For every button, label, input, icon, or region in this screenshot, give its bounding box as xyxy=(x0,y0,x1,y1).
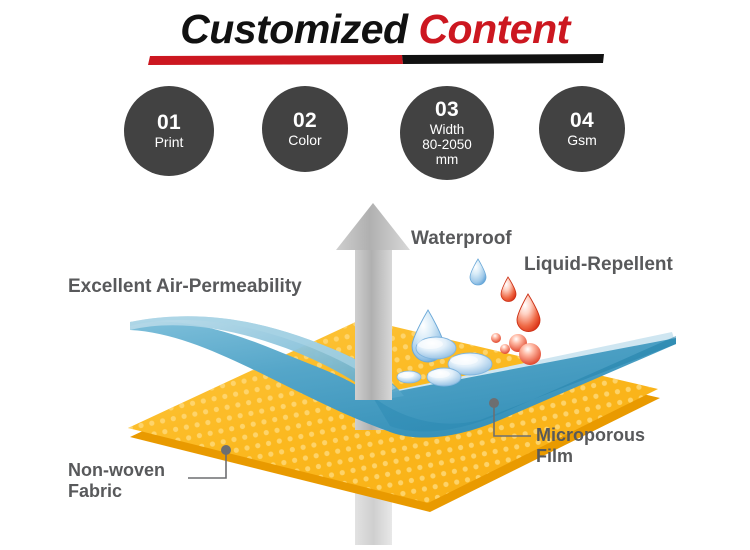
liquid-drop-large xyxy=(516,293,541,332)
label-microporous-line1: Microporous xyxy=(536,425,646,445)
feature-label-line1: Width xyxy=(429,121,465,137)
water-drop-small xyxy=(469,258,487,286)
title-text: Customized Content xyxy=(0,6,750,52)
title-word-customized: Customized xyxy=(180,6,408,52)
feature-circle-01[interactable]: 01 Print xyxy=(124,86,214,176)
rule-red-segment xyxy=(148,55,403,65)
title-underline-rule xyxy=(148,54,604,65)
air-flow-arrow-head xyxy=(336,203,410,250)
film-wave-highlight xyxy=(130,316,396,392)
callout-leader-lines xyxy=(188,398,531,479)
label-nonwoven-line1: Non-woven xyxy=(68,460,165,480)
feature-circle-03[interactable]: 03 Width 80-2050 mm xyxy=(400,86,494,180)
water-bead-highlight xyxy=(398,372,414,378)
label-nonwoven-line2: Fabric xyxy=(68,480,123,501)
liquid-drop-small xyxy=(500,276,517,302)
feature-circle-row: 01 Print 02 Color 03 Width 80-2050 mm 04… xyxy=(0,84,750,180)
label-microporous-line2: Film xyxy=(536,445,574,466)
label-nonwoven-fabric: Non-woven Fabric xyxy=(68,460,188,502)
feature-circle-04[interactable]: 04 Gsm xyxy=(539,86,625,172)
liquid-bead xyxy=(500,344,510,354)
label-air-permeability: Excellent Air-Permeability xyxy=(68,276,302,297)
feature-label-line3: mm xyxy=(435,151,459,167)
water-beads-on-surface xyxy=(396,336,493,387)
feature-number: 04 xyxy=(570,108,594,132)
film-front-edge xyxy=(372,336,676,432)
label-waterproof: Waterproof xyxy=(411,228,512,249)
page-title: Customized Content xyxy=(0,6,750,52)
liquid-beads-on-surface xyxy=(491,333,541,365)
feature-label: Color xyxy=(288,132,322,149)
film-top-face xyxy=(130,321,676,438)
feature-label-line2: 80-2050 xyxy=(422,136,472,152)
water-bead-highlight xyxy=(417,339,443,349)
air-flow-arrow-upper-shaft xyxy=(355,245,392,400)
liquid-bead xyxy=(519,343,541,365)
feature-number: 01 xyxy=(157,110,181,134)
feature-circle-02[interactable]: 02 Color xyxy=(262,86,348,172)
rule-black-segment xyxy=(402,54,604,64)
liquid-droplets-falling xyxy=(500,276,541,332)
air-flow-arrow xyxy=(336,203,410,400)
label-microporous-film: Microporous Film xyxy=(536,425,676,467)
water-bead-highlight xyxy=(428,370,450,378)
feature-number: 02 xyxy=(293,108,317,132)
feature-label: Print xyxy=(154,134,184,151)
microporous-film-layer xyxy=(130,316,676,438)
nonwoven-leader-line xyxy=(188,450,227,479)
water-bead-highlight xyxy=(450,355,478,365)
title-word-content: Content xyxy=(418,6,570,52)
film-leader-line xyxy=(493,403,531,437)
label-liquid-repellent: Liquid-Repellent xyxy=(524,254,673,275)
feature-number: 03 xyxy=(435,98,459,121)
feature-label: Gsm xyxy=(567,132,597,149)
liquid-bead xyxy=(491,333,501,343)
feature-label: Width 80-2050 mm xyxy=(422,122,472,167)
